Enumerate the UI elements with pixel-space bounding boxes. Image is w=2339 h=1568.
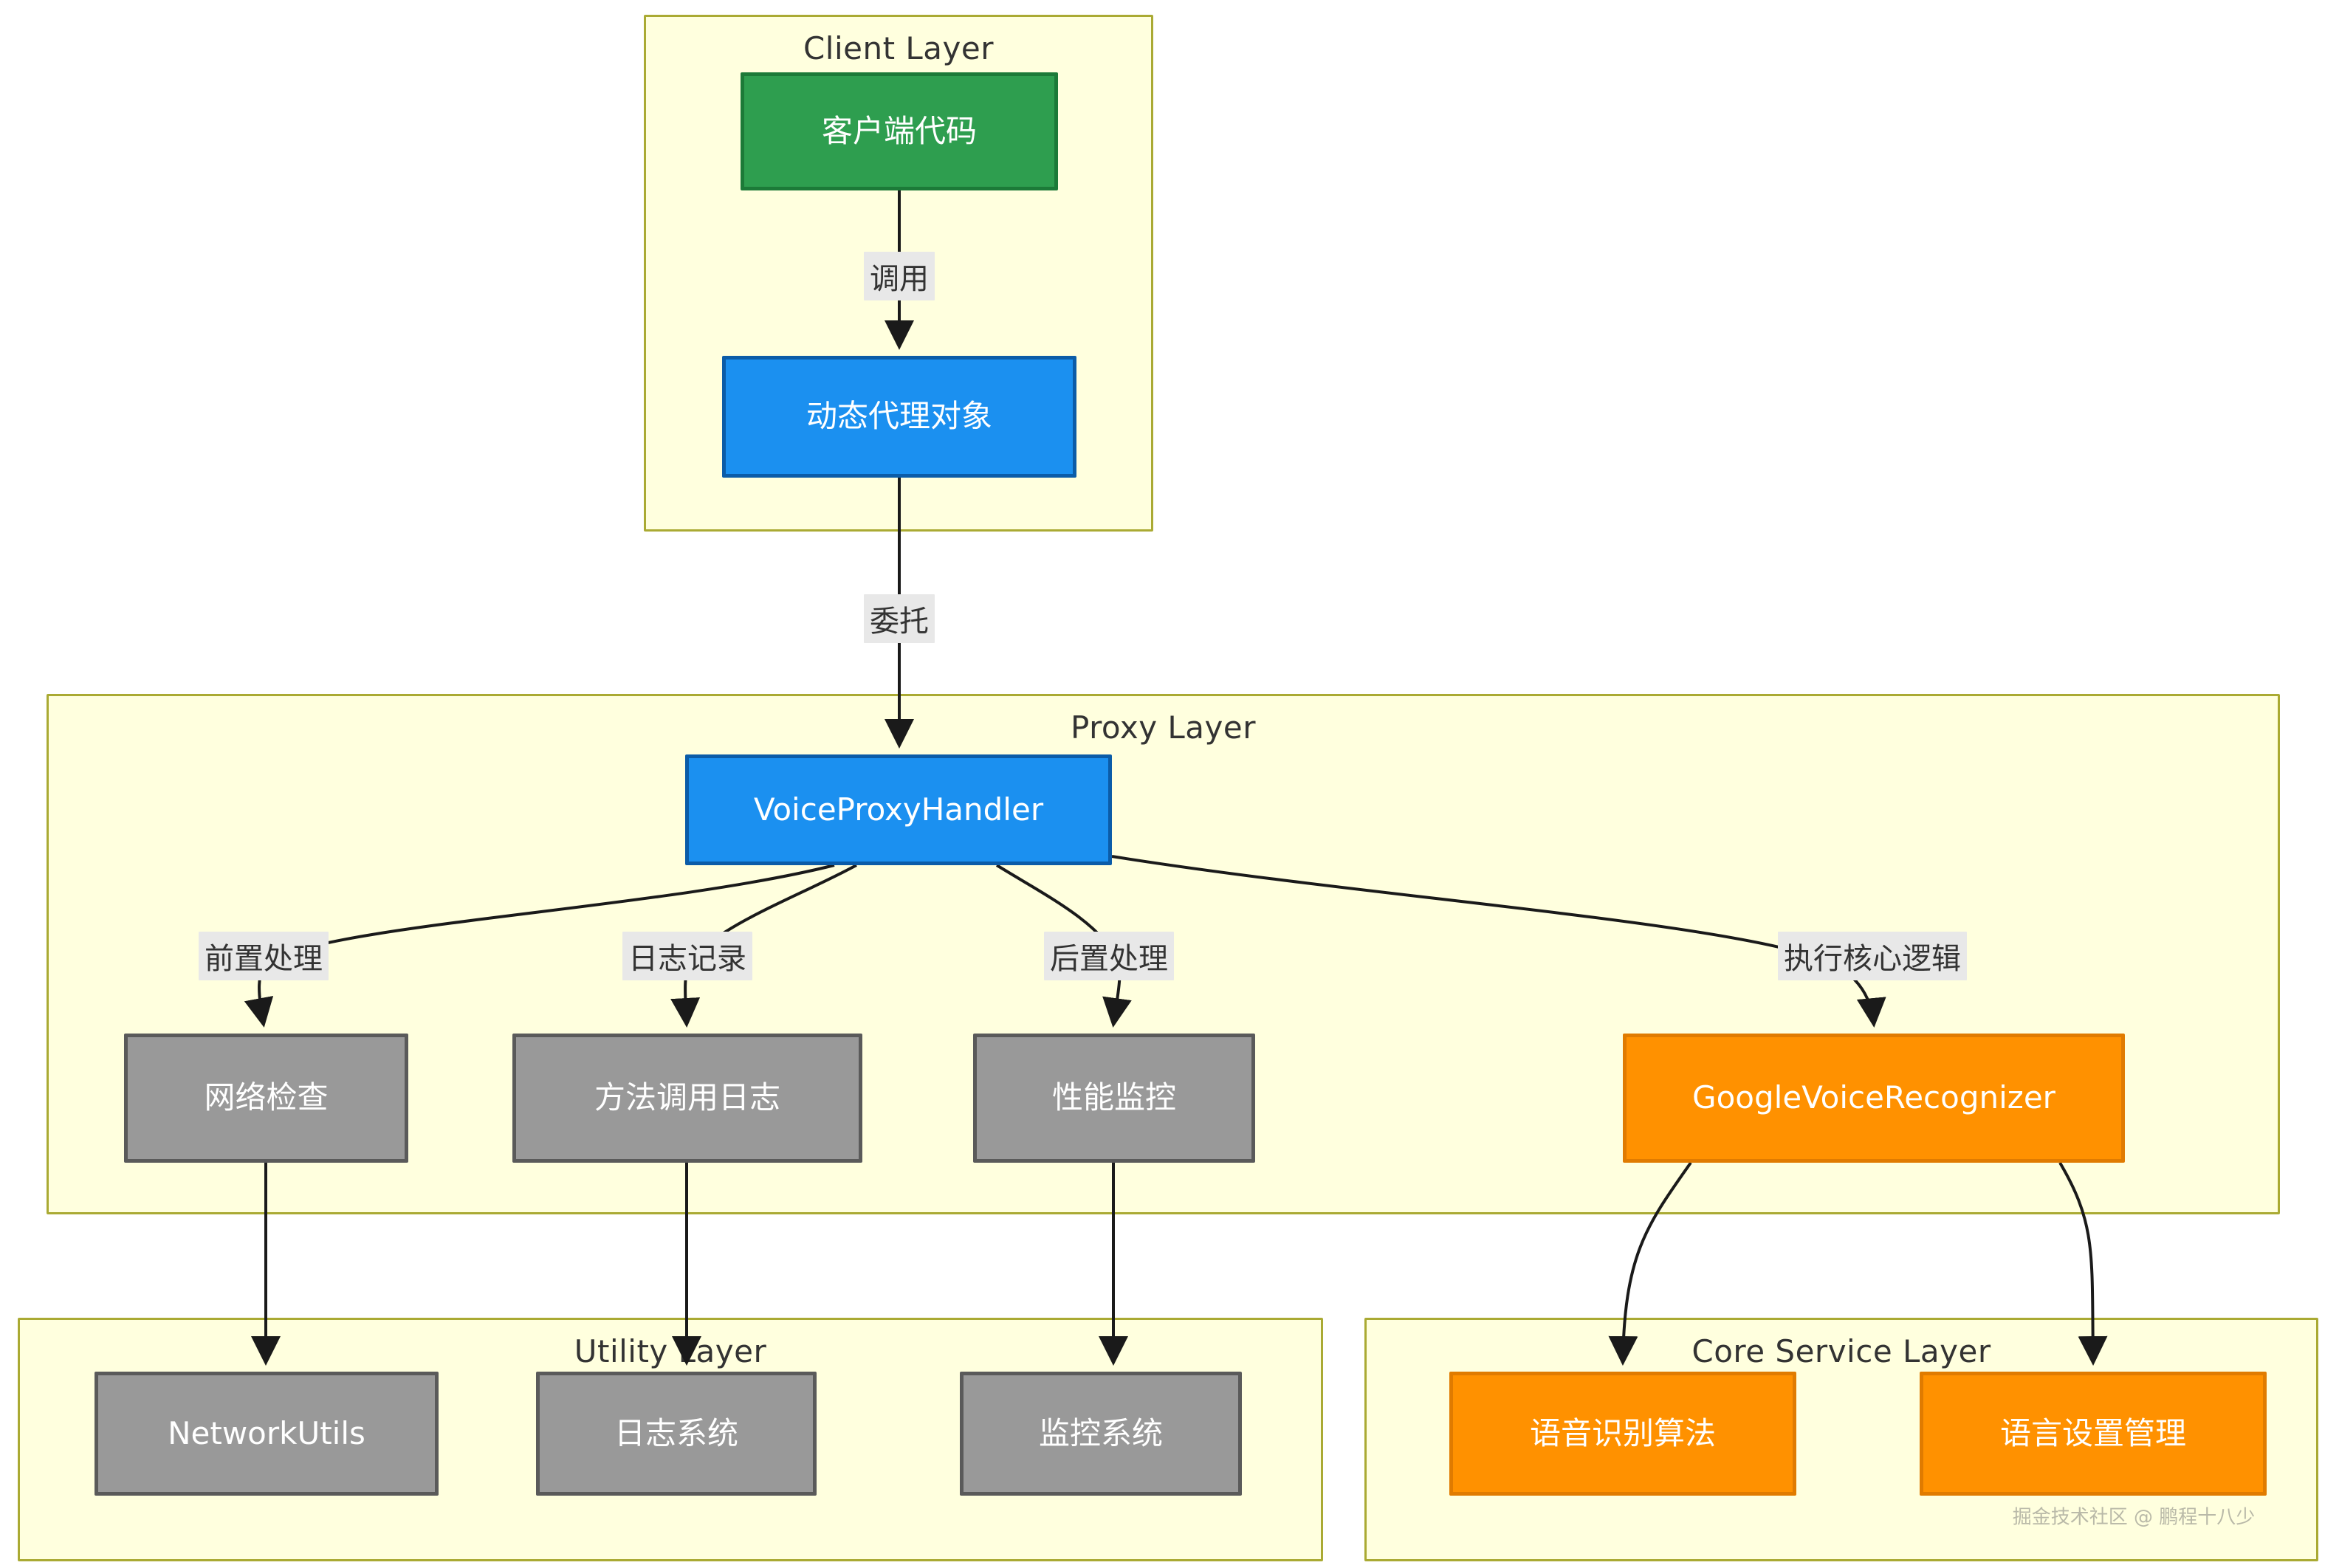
node-log-system[interactable]: 日志系统 [536, 1372, 817, 1496]
node-client-code[interactable]: 客户端代码 [741, 72, 1058, 190]
node-monitor-system[interactable]: 监控系统 [960, 1372, 1242, 1496]
node-network-check[interactable]: 网络检查 [124, 1034, 408, 1163]
edge-label-post-process: 后置处理 [1044, 932, 1174, 980]
edge-label-call: 调用 [864, 252, 935, 300]
node-speech-algorithm[interactable]: 语音识别算法 [1449, 1372, 1796, 1496]
node-language-settings[interactable]: 语言设置管理 [1920, 1372, 2267, 1496]
edge-label-log-record: 日志记录 [622, 932, 752, 980]
cluster-title-client-layer: Client Layer [803, 30, 995, 66]
node-network-utils[interactable]: NetworkUtils [95, 1372, 439, 1496]
node-voice-proxy-handler[interactable]: VoiceProxyHandler [685, 754, 1112, 865]
cluster-title-utility-layer: Utility Layer [574, 1333, 767, 1369]
cluster-title-core-service-layer: Core Service Layer [1691, 1333, 1991, 1369]
edge-label-pre-process: 前置处理 [199, 932, 329, 980]
edge-label-core-logic: 执行核心逻辑 [1778, 932, 1967, 980]
node-perf-monitor[interactable]: 性能监控 [973, 1034, 1255, 1163]
cluster-title-proxy-layer: Proxy Layer [1071, 709, 1256, 746]
node-method-log[interactable]: 方法调用日志 [512, 1034, 862, 1163]
edge-label-delegate: 委托 [864, 594, 935, 643]
node-google-recognizer[interactable]: GoogleVoiceRecognizer [1623, 1034, 2125, 1163]
node-dynamic-proxy[interactable]: 动态代理对象 [722, 356, 1076, 478]
watermark: 掘金技术社区 @ 鹏程十八少 [2012, 1506, 2256, 1529]
